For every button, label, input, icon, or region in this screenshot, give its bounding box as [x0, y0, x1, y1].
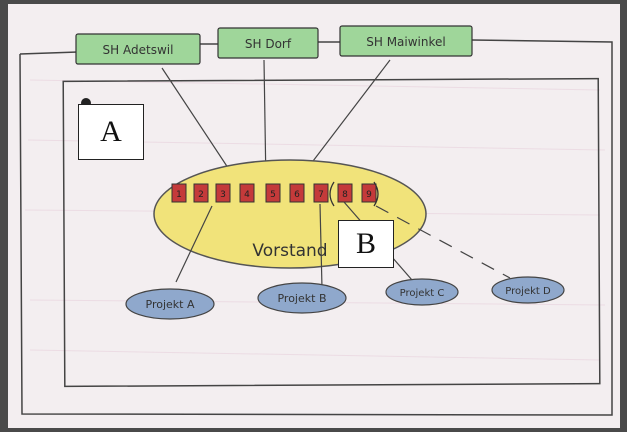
board-member-number: 5	[270, 190, 276, 200]
project-a: Projekt A	[125, 288, 215, 320]
board-member-number: 8	[342, 190, 348, 200]
outer-frame	[19, 39, 613, 416]
project-c: Projekt C	[385, 278, 459, 306]
board-member-square	[215, 183, 231, 203]
board-label: Vorstand	[252, 241, 327, 261]
inner-frame	[62, 77, 601, 388]
top-box-label: SH Maiwinkel	[366, 35, 446, 49]
project-label: Projekt A	[146, 298, 195, 311]
board-member-number: 4	[244, 190, 250, 200]
project-link-dashed	[375, 205, 511, 279]
top-box-dorf: SH Dorf	[217, 27, 319, 59]
bracket-right	[373, 181, 379, 207]
board-member-square	[239, 183, 255, 203]
top-box-label: SH Dorf	[245, 37, 292, 51]
board-member-number: 3	[220, 190, 226, 200]
board-member-number: 7	[318, 190, 324, 200]
board-member-square	[289, 183, 305, 203]
board-member-square	[265, 183, 281, 203]
overlay-label-b: B	[338, 220, 394, 268]
board-members: 1 2 3 4 5 6 7 8 9	[171, 183, 377, 203]
board-member-number: 6	[294, 190, 300, 200]
board-member-square	[337, 183, 353, 203]
board-member-number: 2	[198, 190, 204, 200]
project-d: Projekt D	[491, 276, 565, 304]
overlay-label-a: A	[78, 104, 144, 160]
top-box-adetswil: SH Adetswil	[75, 33, 201, 65]
board-member-square	[313, 183, 329, 203]
board-member-number: 9	[366, 190, 372, 200]
project-label: Projekt D	[505, 286, 551, 297]
project-link	[175, 205, 213, 283]
board-member-square	[171, 183, 187, 203]
bracket-left	[329, 181, 335, 207]
board-member-number: 1	[176, 190, 182, 200]
top-box-label: SH Adetswil	[103, 43, 174, 57]
project-label: Projekt C	[400, 288, 445, 299]
board-member-square	[361, 183, 377, 203]
project-link	[319, 203, 323, 289]
project-label: Projekt B	[277, 292, 326, 305]
board-member-square	[193, 183, 209, 203]
top-box-maiwinkel: SH Maiwinkel	[339, 25, 473, 57]
project-b: Projekt B	[257, 282, 347, 314]
outer-frame-top-left	[19, 51, 79, 55]
